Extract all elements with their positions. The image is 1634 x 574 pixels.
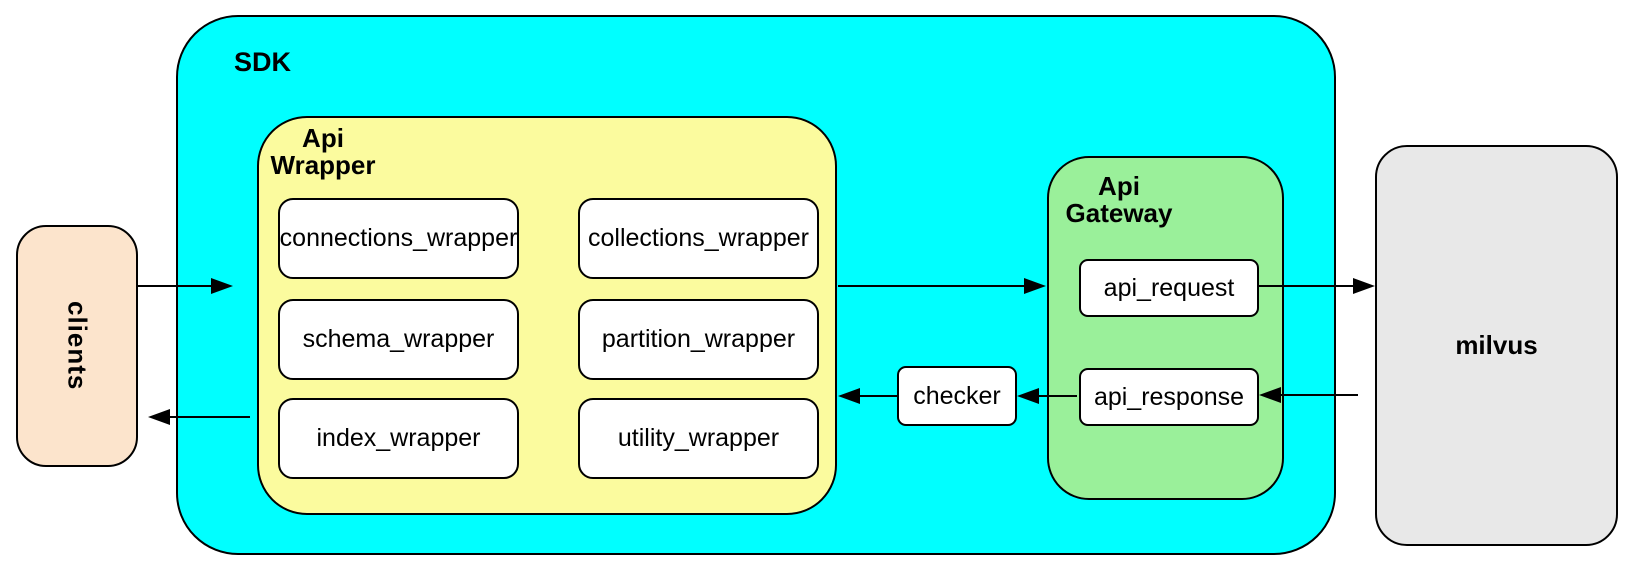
node-utility-wrapper: utility_wrapper [578,398,819,479]
container-api-wrapper: Api Wrapper connections_wrapper collecti… [257,116,837,515]
node-clients: clients [16,225,138,467]
node-checker: checker [897,366,1017,426]
node-connections-wrapper: connections_wrapper [278,198,519,279]
api-wrapper-title-line1: Api [302,123,344,153]
api-gateway-title-line2: Gateway [1065,198,1173,228]
node-schema-wrapper: schema_wrapper [278,299,519,380]
container-api-gateway: Api Gateway api_request api_response [1047,156,1284,500]
api-gateway-title-line1: Api [1098,171,1140,201]
node-milvus: milvus [1375,145,1618,546]
api-wrapper-title: Api Wrapper [267,125,379,179]
clients-label: clients [62,301,93,391]
node-api-request: api_request [1079,259,1259,317]
api-wrapper-title-line2: Wrapper [270,150,376,180]
node-collections-wrapper: collections_wrapper [578,198,819,279]
api-gateway-title: Api Gateway [1063,173,1175,227]
sdk-label: SDK [234,47,292,77]
node-index-wrapper: index_wrapper [278,398,519,479]
node-api-response: api_response [1079,368,1259,426]
node-partition-wrapper: partition_wrapper [578,299,819,380]
